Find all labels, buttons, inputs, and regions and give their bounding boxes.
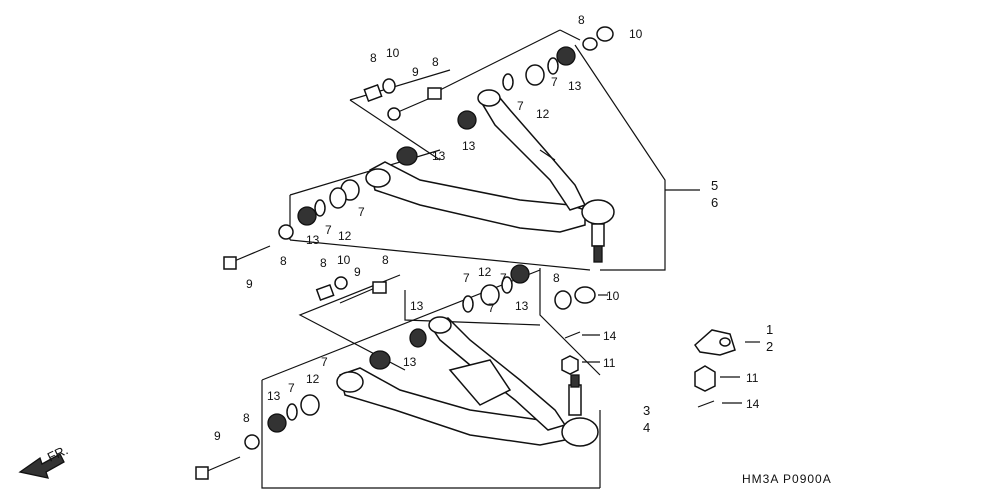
arrow-icon bbox=[18, 453, 65, 479]
callout-labels: 8 10 8 10 9 8 7 13 7 12 13 13 7 7 12 13 … bbox=[214, 13, 773, 443]
castle-nut-small bbox=[561, 355, 579, 375]
callout-13: 13 bbox=[403, 355, 417, 369]
callout-13: 13 bbox=[267, 389, 281, 403]
callout-8: 8 bbox=[578, 13, 585, 27]
callout-10: 10 bbox=[606, 289, 620, 303]
callout-8: 8 bbox=[370, 51, 377, 65]
callout-2: 2 bbox=[766, 339, 773, 354]
callout-10: 10 bbox=[629, 27, 643, 41]
callout-8: 8 bbox=[382, 253, 389, 267]
callout-8: 8 bbox=[280, 254, 287, 268]
callout-11: 11 bbox=[603, 356, 616, 370]
direction-label: FR. bbox=[45, 442, 70, 464]
callout-13: 13 bbox=[568, 79, 582, 93]
callout-7: 7 bbox=[358, 205, 365, 219]
callout-7: 7 bbox=[321, 355, 328, 369]
callout-9: 9 bbox=[246, 277, 253, 291]
callout-8: 8 bbox=[553, 271, 560, 285]
callout-1: 1 bbox=[766, 322, 773, 337]
callout-6: 6 bbox=[711, 195, 718, 210]
callout-9: 9 bbox=[354, 265, 361, 279]
callout-7: 7 bbox=[463, 271, 470, 285]
callout-10: 10 bbox=[386, 46, 400, 60]
callout-9: 9 bbox=[214, 429, 221, 443]
callout-13: 13 bbox=[432, 149, 446, 163]
callout-13: 13 bbox=[515, 299, 529, 313]
callout-14: 14 bbox=[746, 397, 760, 411]
callout-12: 12 bbox=[536, 107, 550, 121]
upper-arm-group bbox=[223, 26, 700, 271]
callout-5: 5 bbox=[711, 178, 718, 193]
front-direction-indicator: FR. bbox=[18, 442, 70, 479]
callout-12: 12 bbox=[306, 372, 320, 386]
callout-7: 7 bbox=[517, 99, 524, 113]
callout-3: 3 bbox=[643, 403, 650, 418]
callout-13: 13 bbox=[306, 233, 320, 247]
callout-8: 8 bbox=[243, 411, 250, 425]
callout-7: 7 bbox=[288, 381, 295, 395]
callout-10: 10 bbox=[337, 253, 351, 267]
callout-13: 13 bbox=[462, 139, 476, 153]
lower-ball-joint bbox=[561, 417, 599, 447]
upper-ball-joint bbox=[581, 199, 615, 225]
callout-7: 7 bbox=[325, 223, 332, 237]
diagram-code: HM3A P0900A bbox=[742, 472, 832, 486]
callout-11: 11 bbox=[746, 371, 759, 385]
callout-12: 12 bbox=[338, 229, 352, 243]
callout-7: 7 bbox=[500, 271, 507, 285]
callout-14: 14 bbox=[603, 329, 617, 343]
callout-12: 12 bbox=[478, 265, 492, 279]
callout-7: 7 bbox=[488, 301, 495, 315]
callout-13: 13 bbox=[410, 299, 424, 313]
callout-8: 8 bbox=[432, 55, 439, 69]
lower-arm-group bbox=[195, 264, 601, 489]
loose-parts bbox=[561, 294, 760, 408]
callout-8: 8 bbox=[320, 256, 327, 270]
callout-4: 4 bbox=[643, 420, 650, 435]
callout-7: 7 bbox=[551, 75, 558, 89]
clip-part bbox=[693, 329, 736, 356]
callout-9: 9 bbox=[412, 65, 419, 79]
castle-nut bbox=[694, 365, 716, 392]
